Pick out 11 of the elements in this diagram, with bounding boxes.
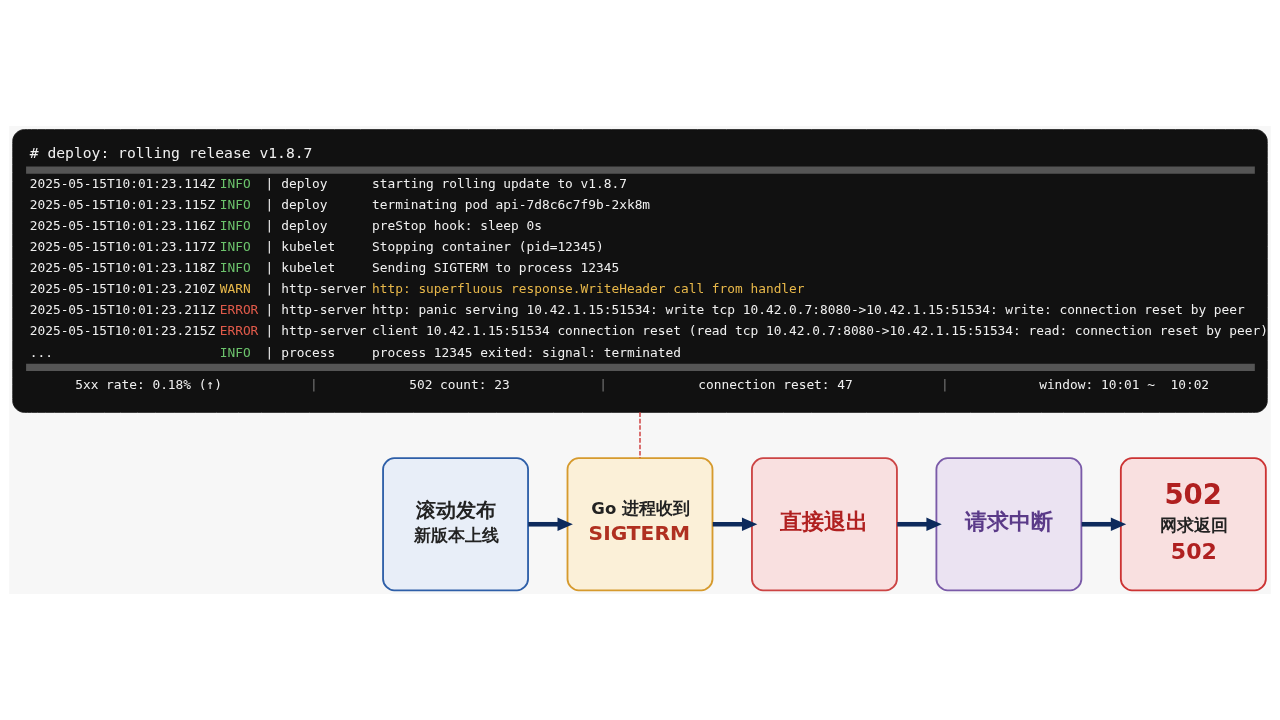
arrow [528,517,573,531]
connector [639,411,641,459]
node-box: 502 网求返回 502 [1119,457,1267,592]
arrow [712,517,758,531]
node-box: 滚动发布 新版本上线 [382,457,529,592]
arrow [1081,517,1127,531]
arrow [897,517,942,531]
node-box: Go 进程收到 SIGTERM [566,457,714,592]
node-box: 直接退出 [751,457,898,592]
node-box: # deploy: rolling release v1.8.7 2025-05-15T10:01:23.114Z INFO | deploy starting rolling update to v1.8.7 2025-05-15T10:01:23.115Z INFO | deploy terminating pod api-7d8c6c7f9b-2xk8m 2025-05-15T10:01:23.116Z INFO | deploy preStop hook: sleep 0s 2025-05-15T10:01:23.117Z INFO | kubelet Stopping container (pid=12345) 2025-05-15T10:01:23.118Z INFO | kubelet Sending SIGTERM to process 12345 2025-05-15T10:01:23.210Z WARN | http-server http: superfluous response.WriteHeader call from handler 2025-05-15T10:01:23.211Z ERROR | http-server http: panic serving 10.42.1.15:51534: write tcp 10.42.0.7:8080->10.42.1.15:51534: write: connection reset by peer 2025-05-15T10:01:23.215Z ERROR | http-server client 10.42.1.15:51534 connection reset (read tcp 10.42.0.7:8080->10.42.1.15:51534: read: connection reset by peer) ... INFO | process process 12345 exited: signal: terminated 5xx rate: 0.18% (↑) | 502 count: 23 | connection reset: 47 | window: 10:01 ~ 10:02 [12,129,1268,413]
node-box: 请求中断 [935,457,1083,592]
